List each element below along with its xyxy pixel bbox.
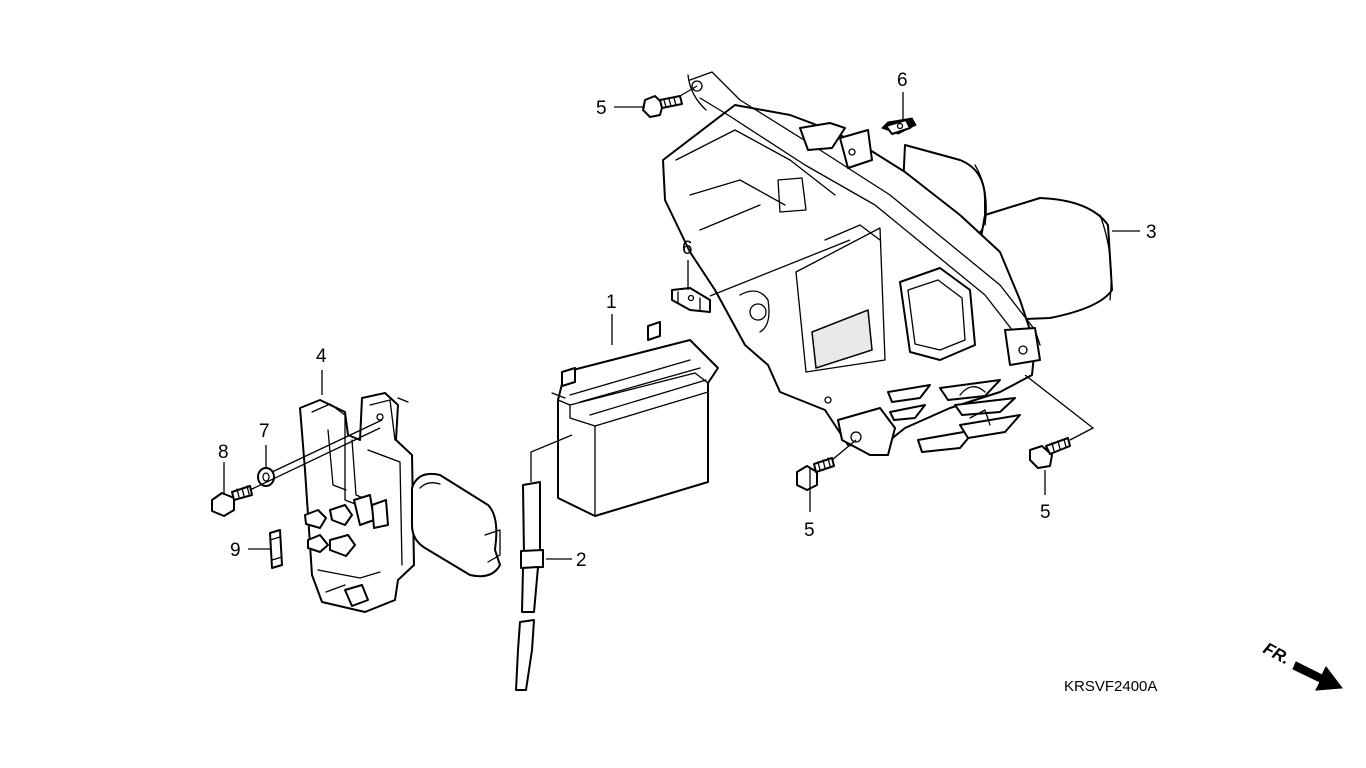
callout-fuse-box: 4 <box>316 346 327 367</box>
breather-tube[interactable] <box>515 434 573 691</box>
callout-fuse-bolt: 8 <box>218 442 229 463</box>
clip-middle[interactable] <box>671 287 711 313</box>
callout-bolt-lower-left: 5 <box>804 520 815 541</box>
callout-battery-box: 3 <box>1146 222 1157 243</box>
front-marker: FR. <box>1260 639 1343 691</box>
callout-bolt-top: 5 <box>596 98 607 119</box>
clip-top[interactable] <box>881 117 917 135</box>
fuse-box[interactable] <box>299 392 501 613</box>
callout-fuse: 9 <box>230 540 241 561</box>
callout-labels: 1 2 3 4 5 5 5 6 6 7 8 9 <box>218 70 1157 571</box>
callout-battery: 1 <box>606 292 617 313</box>
battery-box[interactable] <box>662 71 1113 456</box>
battery[interactable] <box>551 321 719 517</box>
fuse[interactable] <box>269 529 283 569</box>
callout-clip-top: 6 <box>897 70 908 91</box>
figure-code: KRSVF2400A <box>1064 678 1157 695</box>
washer[interactable] <box>257 467 275 487</box>
front-arrow-icon <box>1292 661 1343 691</box>
callout-bolt-lower-right: 5 <box>1040 502 1051 523</box>
leader-lines <box>223 85 1140 560</box>
callout-breather-tube: 2 <box>576 550 587 571</box>
front-marker-label: FR. <box>1260 639 1293 669</box>
callout-washer: 7 <box>259 421 270 442</box>
bolt-lower-right[interactable] <box>1029 437 1071 469</box>
bolt-top[interactable] <box>642 95 683 118</box>
callout-clip-middle: 6 <box>682 238 693 259</box>
fuse-bolt[interactable] <box>211 485 253 517</box>
bolt-lower-left[interactable] <box>796 457 835 491</box>
